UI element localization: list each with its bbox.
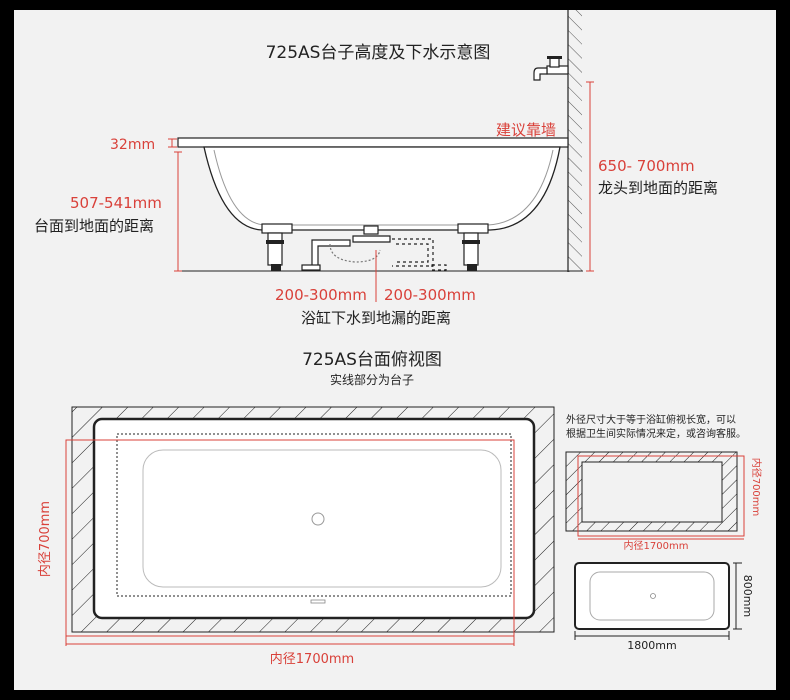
top-view-title: 725AS台面俯视图 xyxy=(302,350,442,370)
side-view-title: 725AS台子高度及下水示意图 xyxy=(266,43,491,63)
rim-height-dimension: 507-541mm 台面到地面的距离 xyxy=(34,151,182,272)
tub-rim xyxy=(177,137,569,148)
rim-thickness-label: 32mm xyxy=(110,137,155,153)
small-platform-diagram xyxy=(565,451,738,532)
drain-dimension: 200-300mm 200-300mm 浴缸下水到地漏的距离 xyxy=(275,250,476,327)
drain-pipe xyxy=(301,225,447,271)
small-tub-length-label: 1800mm xyxy=(627,639,676,652)
drain-left-label: 200-300mm xyxy=(275,286,367,304)
inner-width-label: 内径700mm xyxy=(37,501,53,577)
faucet-height-label: 650- 700mm xyxy=(598,157,695,175)
faucet-height-dimension: 650- 700mm 龙头到地面的距离 xyxy=(586,81,718,272)
top-view-subtitle: 实线部分为台子 xyxy=(330,372,414,387)
note-line-1: 外径尺寸大于等于浴缸俯视长宽，可以 xyxy=(566,413,736,426)
drain-caption: 浴缸下水到地漏的距离 xyxy=(301,309,451,327)
faucet-icon xyxy=(533,56,569,81)
small-tub-width-label: 800mm xyxy=(741,575,754,617)
small-platform-dimension: 内径1700mm 内径700mm xyxy=(577,455,763,552)
right-foot xyxy=(457,223,489,271)
inner-length-label: 内径1700mm xyxy=(270,651,354,667)
small-inner-length-label: 内径1700mm xyxy=(624,539,689,552)
drain-right-label: 200-300mm xyxy=(384,286,476,304)
faucet-height-caption: 龙头到地面的距离 xyxy=(598,179,718,197)
wall-recommendation-label: 建议靠墙 xyxy=(496,121,556,139)
rim-height-label: 507-541mm xyxy=(70,194,162,212)
rim-thickness-dimension: 32mm xyxy=(110,137,177,153)
overflow-icon xyxy=(310,599,326,604)
drain-hole-icon xyxy=(311,512,325,526)
small-inner-width-label: 内径700mm xyxy=(750,458,763,517)
tub-body xyxy=(203,146,561,231)
left-foot xyxy=(261,223,293,271)
inner-length-dimension: 内径1700mm 内径700mm xyxy=(37,439,515,667)
note-line-2: 根据卫生间实际情况来定，或咨询客服。 xyxy=(566,427,746,440)
rim-height-caption: 台面到地面的距离 xyxy=(34,217,154,235)
wall xyxy=(567,10,582,272)
small-tub-diagram: 1800mm 800mm xyxy=(574,562,754,652)
inner-cut-line xyxy=(116,433,512,597)
